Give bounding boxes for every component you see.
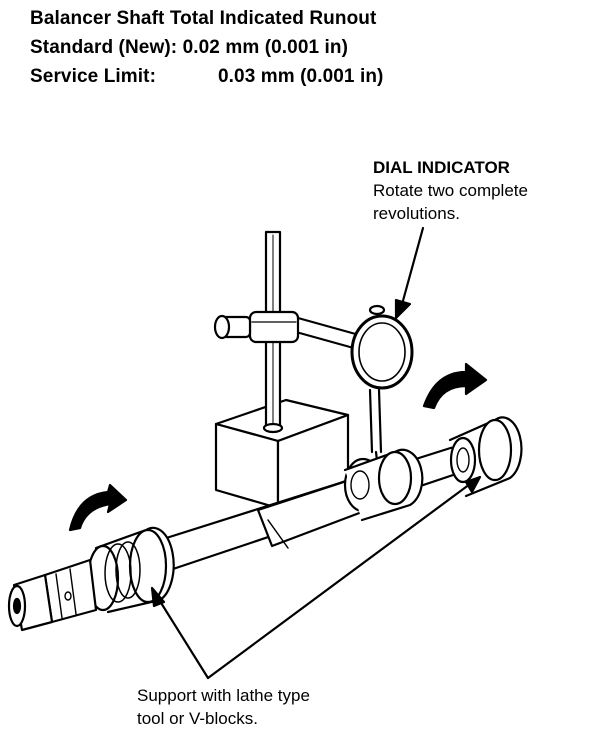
spec-standard-label: Standard (New): <box>30 37 178 58</box>
support-leader <box>150 475 482 680</box>
spec-title: Balancer Shaft Total Indicated Runout <box>30 8 377 29</box>
balancer-shaft <box>7 416 523 632</box>
spec-limit-label: Service Limit: <box>30 66 157 87</box>
spec-service-limit: Service Limit: 0.03 mm (0.001 in) <box>30 62 384 91</box>
rotation-arrow-right-icon <box>422 362 488 410</box>
dial-indicator-instruction-2: revolutions. <box>373 204 460 223</box>
support-callout-line-2: tool or V-blocks. <box>137 709 258 728</box>
support-callout-line-1: Support with lathe type <box>137 686 310 705</box>
stand-arm <box>213 310 372 354</box>
support-callout: Support with lathe type tool or V-blocks… <box>137 684 310 730</box>
spec-standard-value: 0.02 mm (0.001 in) <box>182 37 349 58</box>
dial-indicator-icon <box>350 304 414 463</box>
dial-indicator-leader <box>394 226 425 320</box>
rotation-arrow-left-icon <box>68 483 128 532</box>
spec-block: Balancer Shaft Total Indicated Runout St… <box>30 4 384 91</box>
magnetic-base <box>214 398 350 510</box>
dial-indicator-instruction-1: Rotate two complete <box>373 181 528 200</box>
spec-limit-value: 0.03 mm (0.001 in) <box>218 66 384 87</box>
dial-indicator-callout: DIAL INDICATOR Rotate two complete revol… <box>373 156 528 225</box>
spec-standard: Standard (New): 0.02 mm (0.001 in) <box>30 33 384 62</box>
dial-indicator-title: DIAL INDICATOR <box>373 158 510 177</box>
